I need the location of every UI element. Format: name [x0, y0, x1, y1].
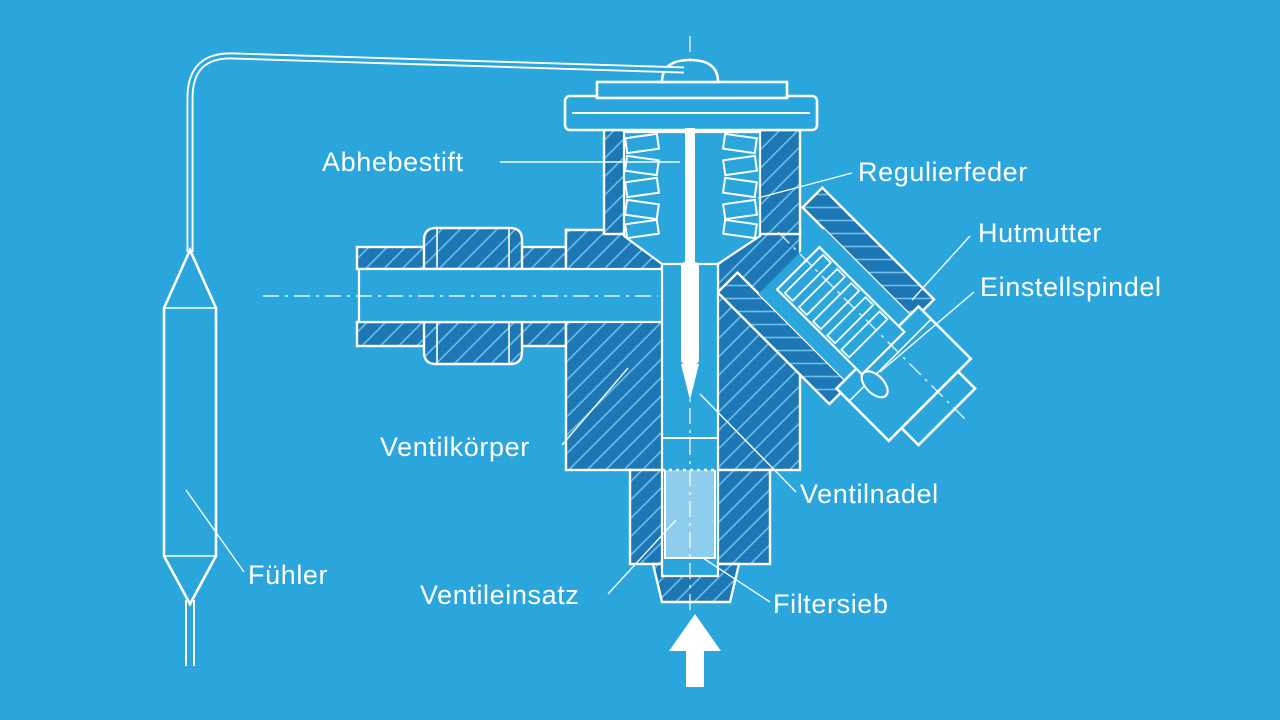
leader-ventilnadel [699, 393, 797, 493]
lift-pin [685, 128, 695, 268]
leader-lines [185, 161, 975, 603]
hex-fitting-top [422, 226, 524, 271]
label-filtersieb: Filtersieb [773, 589, 889, 619]
spindle-thread [811, 281, 861, 331]
label-ventilnadel: Ventilnadel [800, 479, 939, 509]
adjustment-spindle-body [775, 245, 906, 376]
label-fuehler: Fühler [248, 560, 328, 590]
leader-filtersieb [702, 557, 771, 603]
spindle-thread [826, 296, 875, 345]
diaphragm-cap-step [595, 80, 789, 100]
spring-coil [623, 198, 660, 221]
leader-ventilkoerper [561, 367, 629, 446]
capillary-tube-inner [188, 54, 685, 252]
label-regulierfeder: Regulierfeder [858, 157, 1028, 187]
leader-einstellspindel [879, 291, 975, 373]
leader-hutmutter [911, 235, 971, 301]
sensor-bulb [162, 246, 218, 607]
regulating-spring [623, 132, 759, 240]
branch-wall-upper [800, 185, 936, 321]
label-einstellspindel: Einstellspindel [980, 272, 1162, 302]
leader-fuehler [185, 489, 245, 573]
sensor-assembly [162, 52, 685, 666]
spindle-thread [783, 253, 833, 303]
spring-coil [624, 218, 660, 240]
flow-arrow-icon [669, 614, 721, 687]
spindle-thread [840, 310, 889, 359]
cap-nut-facet-line [848, 318, 932, 402]
filter-screen-outline [664, 470, 716, 559]
spring-coil [624, 176, 661, 199]
spring-coil [722, 154, 759, 177]
cap-nut-end [899, 369, 977, 447]
spindle-end [860, 370, 889, 399]
needle-shaft [681, 262, 699, 364]
spring-coil [624, 132, 661, 155]
label-ventilkoerper: Ventilkörper [380, 432, 530, 462]
valve-needle-tip [681, 364, 699, 400]
leader-regulierfeder [757, 172, 853, 199]
spring-coil [722, 218, 758, 240]
label-ventileinsatz: Ventileinsatz [420, 580, 579, 610]
spring-coil [722, 198, 759, 221]
hex-fitting-bottom [422, 320, 524, 366]
centerline-diagonal [777, 231, 969, 423]
labels: Abhebestift Regulierfeder Hutmutter Eins… [248, 147, 1162, 619]
spindle-thread [797, 267, 847, 317]
spring-coil [721, 132, 758, 155]
adjustment-assembly [775, 245, 977, 447]
label-abhebestift: Abhebestift [322, 147, 464, 177]
spring-coil [721, 176, 758, 199]
spring-coil [623, 154, 660, 177]
label-hutmutter: Hutmutter [978, 218, 1102, 248]
leader-ventileinsatz [607, 519, 677, 595]
hex-facet-lines [436, 228, 510, 364]
